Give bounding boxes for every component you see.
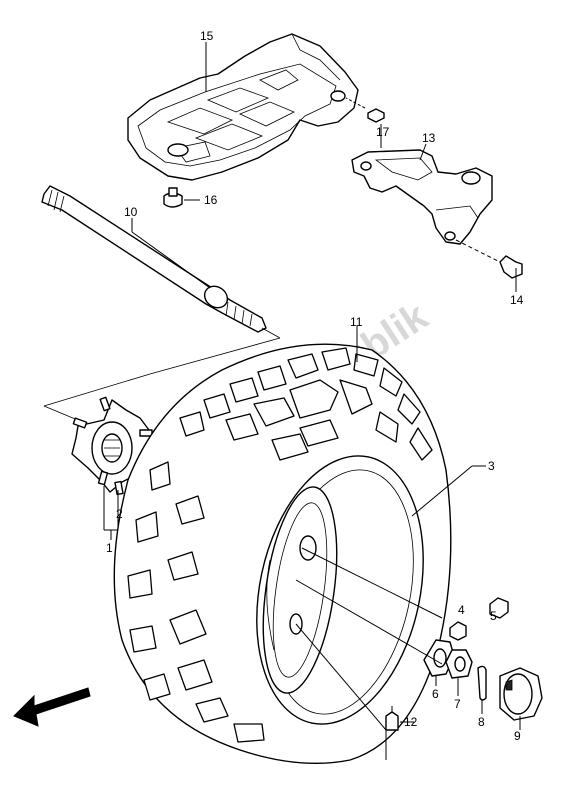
hub-cap-part-9[interactable]	[499, 667, 543, 721]
callout-15: 15	[200, 29, 214, 43]
nut-part-4[interactable]	[449, 621, 467, 641]
callout-2: 2	[116, 507, 123, 521]
callout-10: 10	[124, 205, 138, 219]
callout-1: 1	[106, 541, 113, 555]
callout-17: 17	[376, 125, 390, 139]
front-direction-arrow-icon	[13, 687, 91, 727]
washer-part-6[interactable]	[423, 639, 455, 677]
bracket-part-13[interactable]	[351, 149, 505, 265]
callout-11: 11	[350, 315, 363, 329]
wheel-rim-part-3[interactable]	[252, 482, 348, 697]
callout-9: 9	[514, 729, 521, 743]
callout-5: 5	[490, 609, 497, 623]
nut-part-5[interactable]	[489, 597, 509, 619]
bolt-part-14[interactable]	[499, 255, 523, 284]
callout-13: 13	[422, 131, 436, 145]
cotter-pin-part-8[interactable]	[477, 665, 487, 701]
mud-guard-part-15[interactable]	[127, 33, 359, 181]
callout-4: 4	[458, 603, 465, 617]
guide-lines	[43, 327, 281, 427]
callout-14: 14	[510, 293, 524, 307]
callout-12: 12	[404, 715, 418, 729]
callout-16: 16	[204, 193, 218, 207]
castle-nut-part-7[interactable]	[445, 649, 473, 679]
screw-part-17[interactable]	[345, 97, 385, 123]
stud-bolt-part-2[interactable]	[72, 396, 153, 496]
callout-3: 3	[488, 459, 495, 473]
callout-8: 8	[478, 715, 485, 729]
callout-6: 6	[432, 687, 439, 701]
bolt-part-16[interactable]	[163, 187, 183, 208]
drive-shaft-part-10[interactable]	[41, 185, 267, 333]
callout-7: 7	[454, 697, 461, 711]
valve-part-12[interactable]	[385, 706, 399, 731]
leader-lines	[103, 42, 521, 760]
